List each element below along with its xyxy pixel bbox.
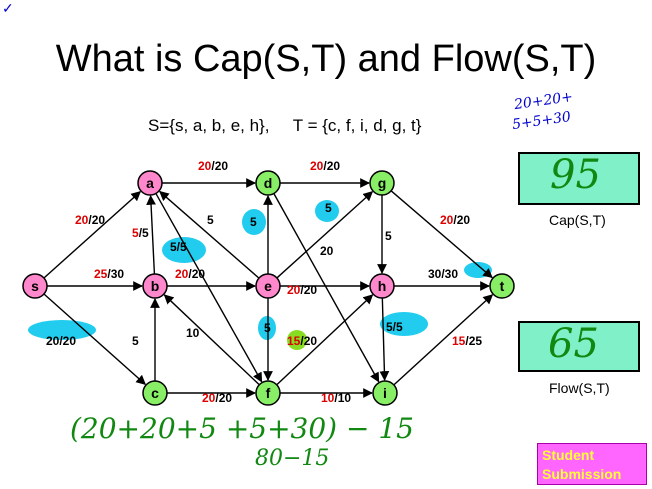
edge-i-t (393, 294, 494, 386)
t-set-text: T = {c, f, i, d, g, t} (292, 116, 422, 135)
highlight-mark (242, 209, 266, 235)
edge-d-i (273, 193, 380, 383)
s-set-text: S={s, a, b, e, h}, (148, 116, 270, 135)
edge-label-e-a: 5 (207, 213, 214, 227)
node-f (255, 380, 281, 406)
edge-label-i-t: 15/25 (452, 334, 482, 348)
node-label-h: h (378, 278, 387, 294)
edge-label-a-f: 5/5 (170, 240, 187, 254)
node-label-f: f (266, 385, 271, 401)
edge-label-e-h: 20/20 (287, 283, 317, 297)
node-h (369, 273, 395, 299)
edge-f-h (276, 294, 374, 386)
handwritten-result: 80−15 (255, 446, 330, 471)
node-label-d: d (264, 175, 273, 191)
node-s (22, 273, 48, 299)
node-label-e: e (264, 278, 272, 294)
edge-label-d-i: 20 (320, 244, 334, 258)
edge-label-e-g: 5 (325, 201, 332, 215)
cap-value-text: 95 (550, 152, 601, 198)
node-label-s: s (31, 278, 39, 294)
edge-label-e-d: 5 (250, 215, 257, 229)
highlight-mark (464, 262, 492, 278)
edge-label-c-b: 5 (132, 334, 139, 348)
edge-label-s-a: 20/20 (75, 213, 105, 227)
edge-label-d-g: 20/20 (310, 159, 340, 173)
node-label-a: a (146, 175, 154, 191)
edge-s-a (43, 191, 142, 279)
edge-f-b (163, 294, 260, 386)
node-label-t: t (500, 278, 505, 294)
node-b (142, 273, 168, 299)
edge-label-g-t: 20/20 (440, 213, 470, 227)
edge-label-b-e: 20/20 (175, 267, 205, 281)
node-label-g: g (378, 175, 387, 191)
edge-label-s-c: 20/20 (46, 334, 76, 348)
edge-b-a (146, 195, 156, 275)
edge-label-f-i: 10/10 (321, 391, 351, 405)
cap-value-box (518, 152, 640, 205)
highlight-mark-green (287, 330, 307, 350)
node-c (142, 380, 168, 406)
cap-label: Cap(S,T) (549, 212, 606, 228)
edge-h-i (379, 297, 390, 381)
node-a (137, 170, 163, 196)
edge-label-f-b: 10 (186, 326, 200, 340)
student-submission-button[interactable]: Student Submission (537, 443, 647, 485)
edge-label-c-f: 20/20 (202, 391, 232, 405)
edge-label-f-h: 15/20 (287, 334, 317, 348)
edge-label-h-i: 5/5 (386, 320, 403, 334)
highlight-marks (28, 200, 492, 350)
node-t (489, 273, 515, 299)
edge-label-e-f: 5 (264, 321, 271, 335)
slide-title: What is Cap(S,T) and Flow(S,T) (55, 38, 597, 80)
node-g (369, 170, 395, 196)
corner-check-mark: ✓ (2, 0, 14, 16)
node-label-b: b (151, 278, 160, 294)
edge-label-s-b: 25/30 (94, 267, 124, 281)
node-d (255, 170, 281, 196)
highlight-mark (315, 200, 339, 222)
edge-a-f (155, 193, 263, 383)
flow-value-text: 65 (548, 321, 599, 367)
edge-label-h-t: 30/30 (428, 267, 458, 281)
edge-g-t (390, 190, 493, 279)
edge-e-g (276, 191, 374, 279)
edge-e-a (159, 190, 260, 279)
flow-label: Flow(S,T) (549, 380, 610, 396)
node-i (372, 380, 398, 406)
edge-label-g-h: 5 (385, 229, 392, 243)
edge-s-c (43, 293, 147, 386)
node-label-i: i (383, 385, 387, 401)
highlight-mark (258, 316, 276, 340)
flow-value-box (518, 321, 640, 372)
node-e (255, 273, 281, 299)
edge-label-b-a: 5/5 (132, 226, 149, 240)
node-label-c: c (151, 385, 159, 401)
edge-label-a-d: 20/20 (198, 159, 228, 173)
handwritten-equation: (20+20+5 +5+30) − 15 (70, 412, 414, 445)
highlight-mark (162, 237, 206, 263)
highlight-mark (380, 312, 428, 336)
set-definitions: S={s, a, b, e, h}, T = {c, f, i, d, g, t… (148, 116, 421, 136)
